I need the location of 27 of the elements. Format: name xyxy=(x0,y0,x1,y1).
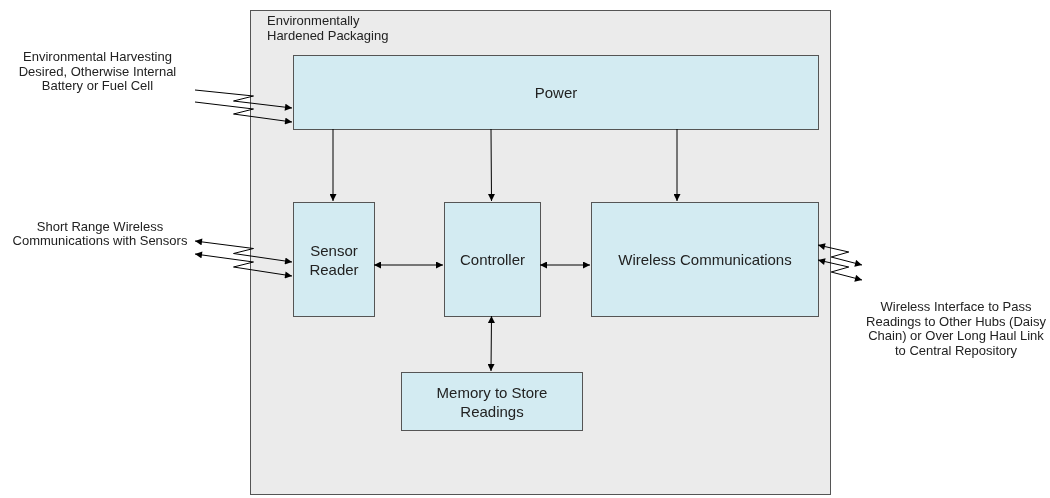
note-text: Wireless Interface to Pass Readings to Other Hubs (Daisy Chain) or Over Long Haul Link to Central Repository xyxy=(865,300,1047,358)
process-box xyxy=(401,372,583,431)
arrow xyxy=(373,261,444,269)
box-label: Sensor Reader xyxy=(308,240,360,279)
wireless-arrow xyxy=(194,101,293,125)
note-text: Short Range Wireless Communications with Sensors xyxy=(11,219,189,249)
wireless-arrow xyxy=(194,251,293,279)
box-label: Memory to Store Readings xyxy=(435,382,549,421)
box-label: Power xyxy=(533,83,579,102)
process-box xyxy=(591,202,819,317)
arrow xyxy=(487,315,495,372)
wireless-arrow xyxy=(817,243,863,267)
packaging-box xyxy=(250,10,831,495)
process-box xyxy=(293,55,819,130)
process-box xyxy=(293,202,375,317)
container-label: Environmentally Hardened Packaging xyxy=(267,13,390,43)
box-label: Wireless Communications xyxy=(617,250,793,269)
box-label: Controller xyxy=(459,250,526,269)
arrow xyxy=(329,128,337,202)
wireless-arrow xyxy=(817,258,863,282)
arrow xyxy=(487,128,495,202)
process-box xyxy=(444,202,541,317)
arrow xyxy=(539,261,591,269)
wireless-arrow xyxy=(194,89,293,111)
arrow xyxy=(673,128,681,202)
note-text: Environmental Harvesting Desired, Otherwise Internal Battery or Fuel Cell xyxy=(17,50,178,94)
wireless-arrow xyxy=(194,238,293,265)
